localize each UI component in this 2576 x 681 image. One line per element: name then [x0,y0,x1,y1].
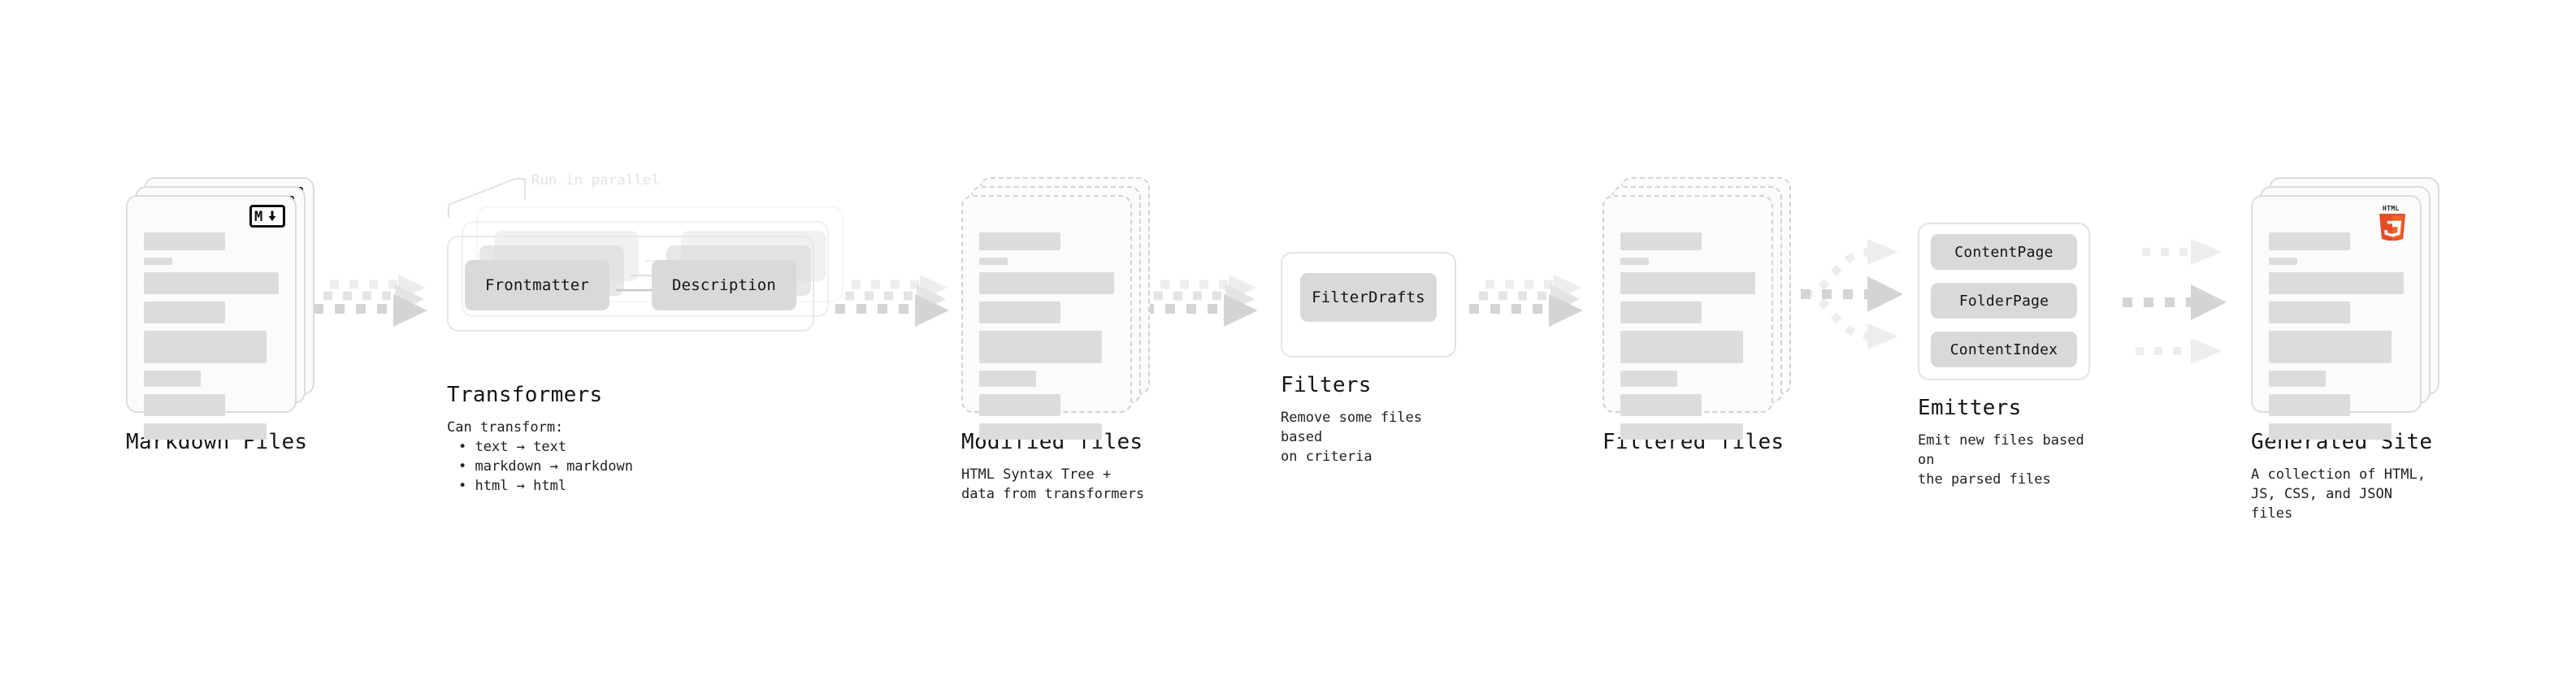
generated-site-skeleton [2269,232,2404,447]
transformers-bullet-label: html → html [475,478,567,494]
filtered-file-skeleton [1620,232,1755,447]
stage-modified-files: Modified files HTML Syntax Tree + data f… [961,177,1150,502]
stage-filtered-files: Filtered files [1602,177,1791,454]
html5-icon: HTML [2376,203,2409,241]
skeleton-bar [144,272,279,294]
skeleton-bar [2269,301,2350,323]
skeleton-bar [2269,371,2326,387]
skeleton-bar [144,371,201,387]
connector-filtered-to-emitters [1780,213,1926,375]
skeleton-bar [979,272,1114,294]
skeleton-bar [979,301,1060,323]
transformer-pill-frontmatter: Frontmatter [465,260,609,310]
skeleton-bar [144,394,225,416]
transformers-description: Can transform: • text → text • markdown … [447,418,633,496]
stage-emitters: ContentPage FolderPage ContentIndex Emit… [1918,223,2090,488]
connector-modified-to-filters [1138,275,1268,345]
emitter-pill-contentindex: ContentIndex [1931,332,2077,367]
emitters-frame-wrap: ContentPage FolderPage ContentIndex [1918,223,2090,380]
skeleton-bar [1620,423,1744,440]
transformers-bullet: • html → html [458,478,567,494]
emitter-pill-folderpage: FolderPage [1931,283,2077,319]
skeleton-bar [144,258,172,265]
skeleton-bar [1620,301,1702,323]
stage-generated-site: CSS HTML [2251,177,2439,522]
skeleton-bar [2269,232,2350,250]
parallel-annotation: Run in parallel [447,172,691,223]
parallel-annotation-label: Run in parallel [531,172,661,189]
stage-title: Emitters [1918,396,2022,420]
skeleton-bar [979,331,1103,363]
stage-title: Transformers [447,383,603,407]
generated-site-stack: CSS HTML [2251,177,2439,440]
filters-frame [1281,252,1456,358]
transformers-intro: Can transform: [447,419,564,436]
filters-frame-wrap: FilterDrafts [1281,252,1456,358]
skeleton-bar [979,371,1036,387]
skeleton-bar [144,232,225,250]
transformers-bullet-label: markdown → markdown [475,458,633,475]
transformers-bullet: • markdown → markdown [458,458,633,475]
emitter-pill-contentpage: ContentPage [1931,234,2077,270]
stage-title: Filters [1281,373,1372,397]
skeleton-bar [1620,371,1677,387]
filtered-file-front [1602,195,1773,440]
skeleton-bar [1620,331,1744,363]
modified-file-stack [961,177,1150,440]
skeleton-bar [144,331,267,363]
skeleton-bar [979,232,1060,250]
transformers-stack: Run in parallel Frontmatter Description … [447,172,843,364]
markdown-file-front: M [126,195,297,440]
skeleton-bar [144,301,225,323]
transformers-bullet: • text → text [458,439,567,455]
skeleton-bar [144,423,267,440]
connector-emitters-to-site [2103,224,2249,379]
skeleton-bar [979,423,1103,440]
generated-site-front: HTML [2251,195,2422,440]
caption-emitters: Emitters Emit new files based on the par… [1918,395,2090,489]
caption-filters: Filters Remove some files based on crite… [1281,372,1456,466]
connector-markdown-to-transformers [307,275,437,345]
skeleton-bar [2269,423,2392,440]
skeleton-bar [2269,394,2350,416]
stage-markdown-files: M M M [126,177,314,454]
markdown-file-skeleton [144,232,279,447]
skeleton-bar [2269,258,2297,265]
skeleton-bar [979,394,1060,416]
stage-subtitle: Remove some files based on criteria [1281,410,1422,465]
skeleton-bar [1620,232,1702,250]
stage-subtitle: A collection of HTML, JS, CSS, and JSON … [2251,466,2426,522]
stage-subtitle: HTML Syntax Tree + data from transformer… [961,466,1145,502]
skeleton-bar [1620,394,1702,416]
svg-text:M: M [254,210,262,223]
markdown-icon: M [249,205,285,228]
stage-subtitle: Emit new files based on the parsed files [1918,432,2084,488]
emitters-frame [1918,223,2090,380]
connector-transformers-to-modified [829,275,959,345]
skeleton-bar [2269,272,2404,294]
stage-filters: FilterDrafts Filters Remove some files b… [1281,252,1456,465]
caption-transformers: Transformers Can transform: • text → tex… [447,382,633,496]
modified-file-front [961,195,1132,440]
filtered-file-stack [1602,177,1791,440]
svg-text:HTML: HTML [2383,205,2399,212]
transformer-layer-front: Frontmatter Description [447,236,814,332]
markdown-file-stack: M M M [126,177,314,440]
skeleton-bar [2269,331,2392,363]
connector-filters-to-filtered [1463,275,1593,345]
transformers-bullet-label: text → text [475,439,567,455]
transformer-pill-description: Description [652,260,796,310]
stage-transformers: Run in parallel Frontmatter Description … [447,172,843,494]
skeleton-bar [1620,272,1755,294]
filter-pill-filterdrafts: FilterDrafts [1300,273,1437,322]
skeleton-bar [1620,258,1649,265]
modified-file-skeleton [979,232,1114,447]
skeleton-bar [979,258,1008,265]
